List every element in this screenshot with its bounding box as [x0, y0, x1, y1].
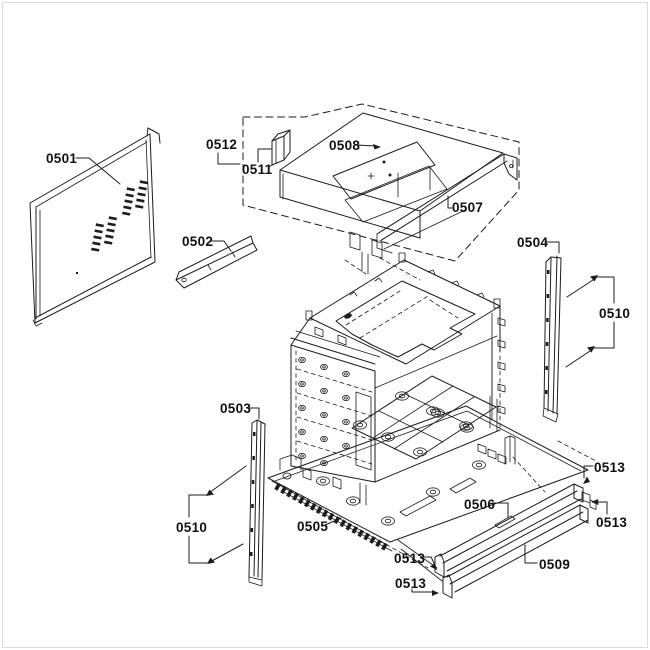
screw-marker: [207, 557, 215, 564]
vent-slots: [91, 180, 148, 252]
cavity-vent-holes: [298, 356, 350, 467]
trim-holes-left: [250, 432, 256, 556]
trim-holes-right: [545, 270, 550, 394]
leader-arrow-0508: [373, 144, 381, 150]
part-back-panel-0501: [29, 127, 161, 327]
part-label-0510-right: 0510: [599, 306, 630, 321]
part-label-0508: 0508: [329, 138, 360, 153]
part-label-0513-top-right: 0513: [594, 460, 625, 475]
part-cover-plate-0508: [332, 141, 448, 223]
top-assembly-dashed-outline-0512: [242, 103, 520, 262]
part-bracket-0511: [268, 129, 291, 172]
part-label-0501: 0501: [46, 151, 77, 166]
part-label-0504: 0504: [517, 235, 548, 250]
part-label-0509: 0509: [539, 557, 570, 572]
part-top-panel-0507: [279, 112, 518, 281]
part-label-0506: 0506: [464, 497, 495, 512]
leader-arrow-0513: [583, 476, 590, 484]
callouts: 0501 0512 0511 0508 0507 0502 0504 0510 …: [46, 137, 630, 596]
screw-marker: [590, 275, 598, 282]
screw-marker: [587, 346, 595, 353]
part-label-0511: 0511: [242, 162, 273, 177]
screw-marker: [206, 489, 214, 496]
part-label-0503: 0503: [220, 401, 251, 416]
part-label-0513-right: 0513: [596, 515, 627, 530]
part-label-0510-left: 0510: [176, 520, 207, 535]
leader-arrow-0513: [430, 563, 437, 570]
part-label-0505: 0505: [297, 519, 328, 534]
part-side-trim-left-0503: [248, 419, 266, 587]
leader-arrow-0513: [591, 499, 599, 505]
part-base-panel-0505: [267, 405, 597, 582]
part-label-0513-left-upper: 0513: [394, 551, 425, 566]
part-label-0513-left-lower: 0513: [395, 576, 426, 591]
part-label-0512: 0512: [206, 137, 237, 152]
part-side-trim-right-0504: [542, 255, 562, 423]
part-support-rail-0502: [175, 235, 258, 289]
part-front-rail-0509: [442, 491, 597, 599]
part-label-0502: 0502: [182, 234, 213, 249]
part-front-rail-0506: [434, 483, 584, 578]
oven-cavity-box: [290, 252, 506, 506]
base-panel-embossments: [316, 408, 486, 526]
leader-arrow-0513: [432, 590, 439, 596]
part-label-0507: 0507: [452, 200, 483, 215]
